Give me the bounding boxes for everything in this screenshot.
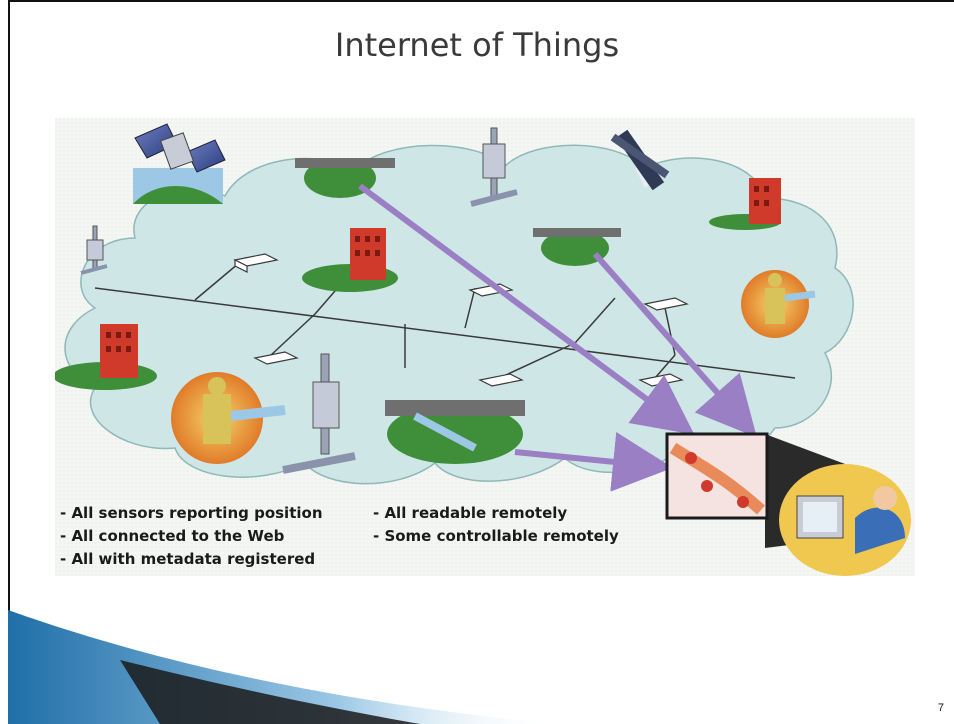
iot-diagram-graphic (55, 118, 915, 576)
bullet-item: - All sensors reporting position (60, 504, 323, 522)
factory-icon (55, 324, 157, 390)
bullet-list-right: - All readable remotely - Some controlla… (373, 502, 619, 548)
slide-border (8, 0, 10, 724)
slide-title: Internet of Things (334, 26, 620, 64)
iot-diagram (55, 118, 915, 576)
firefighter-icon (171, 372, 286, 464)
bullet-item: - All connected to the Web (60, 527, 285, 545)
page-number: 7 (937, 702, 944, 714)
weather-station-icon (80, 225, 108, 275)
factory-icon (302, 228, 398, 292)
bridge-sensor-icon (295, 158, 395, 198)
bullet-item: - All with metadata registered (60, 550, 316, 568)
slide-border (8, 0, 954, 2)
bullet-item: - Some controllable remotely (373, 527, 619, 545)
data-flow-arrows (358, 183, 757, 492)
bridge-sensor-icon (533, 228, 621, 266)
uav-icon (610, 129, 670, 191)
factory-icon (709, 178, 781, 230)
decorative-swoosh (8, 610, 560, 724)
bullet-list-left: - All sensors reporting position - All c… (60, 502, 323, 571)
weather-station-icon (282, 353, 356, 474)
operator-workstation-icon (779, 464, 911, 576)
bullet-item: - All readable remotely (373, 504, 568, 522)
bridge-sensor-icon (385, 400, 525, 464)
weather-station-icon (470, 127, 518, 207)
firefighter-icon (741, 270, 816, 338)
satellite-icon (133, 123, 226, 204)
